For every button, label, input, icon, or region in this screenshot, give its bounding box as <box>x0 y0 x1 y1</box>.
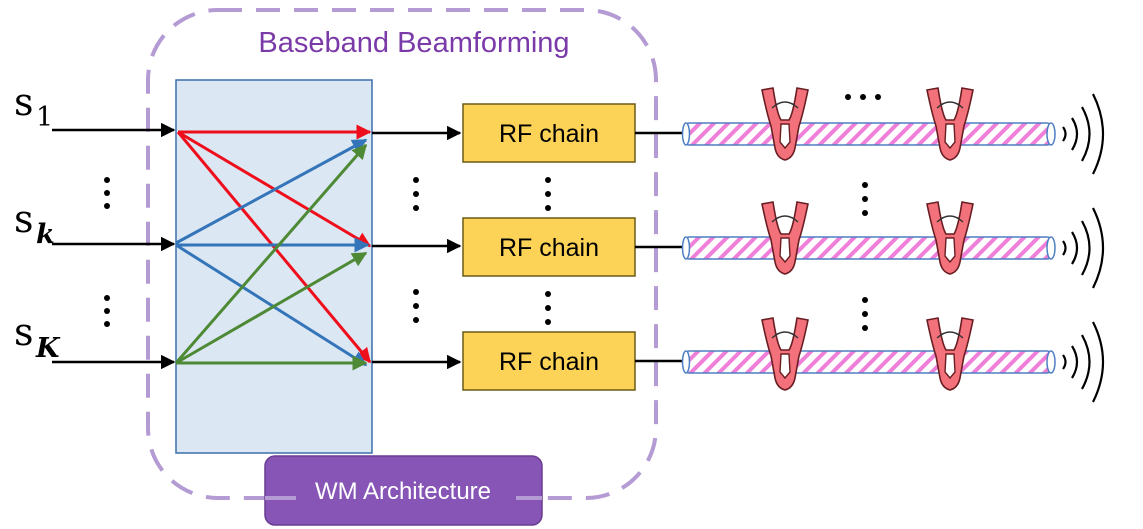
vertical-ellipsis-icon <box>413 289 419 323</box>
architecture-label: WM Architecture <box>315 478 491 505</box>
mapping-line-blue <box>175 138 368 245</box>
rf-chain-1: RF chain <box>462 103 636 163</box>
rf-chain-label: RF chain <box>499 120 599 148</box>
waveguide-1 <box>681 122 1056 146</box>
waveguide-2 <box>681 236 1056 260</box>
architecture-badge: WM Architecture <box>264 455 543 526</box>
input-subscript: K <box>35 333 61 364</box>
mapping-line-blue <box>175 243 368 367</box>
input-symbol: s <box>14 310 34 354</box>
mapping-line-red <box>176 131 372 364</box>
rf-chain-2: RF chain <box>462 217 636 277</box>
input-symbol-k: s k <box>14 197 55 250</box>
vertical-ellipsis-icon <box>545 291 551 325</box>
mapping-line-green <box>174 143 368 364</box>
vertical-ellipsis-icon <box>862 182 868 216</box>
input-symbol: s <box>14 197 34 241</box>
waveguide-3 <box>681 350 1056 374</box>
input-subscript: 1 <box>36 102 53 133</box>
mapping-line-green <box>175 251 368 365</box>
vertical-ellipsis-icon <box>104 177 110 209</box>
radiation-wave-icon <box>1061 206 1105 290</box>
vertical-ellipsis-icon <box>104 295 110 327</box>
rf-chain-label: RF chain <box>499 348 599 376</box>
baseband-title: Baseband Beamforming <box>258 27 569 59</box>
vertical-ellipsis-icon <box>413 177 419 211</box>
vertical-ellipsis-icon <box>862 297 868 331</box>
vertical-ellipsis-icon <box>545 177 551 211</box>
input-subscript: k <box>36 219 55 250</box>
radiation-wave-icon <box>1061 320 1105 404</box>
radiation-wave-icon <box>1061 92 1105 176</box>
input-symbol-1: s 1 <box>14 80 53 133</box>
horizontal-ellipsis-icon <box>845 94 881 100</box>
rf-chain-3: RF chain <box>462 331 636 391</box>
input-symbol: s <box>14 80 34 124</box>
rf-chain-label: RF chain <box>499 234 599 262</box>
input-symbol-K: s K <box>14 310 61 364</box>
